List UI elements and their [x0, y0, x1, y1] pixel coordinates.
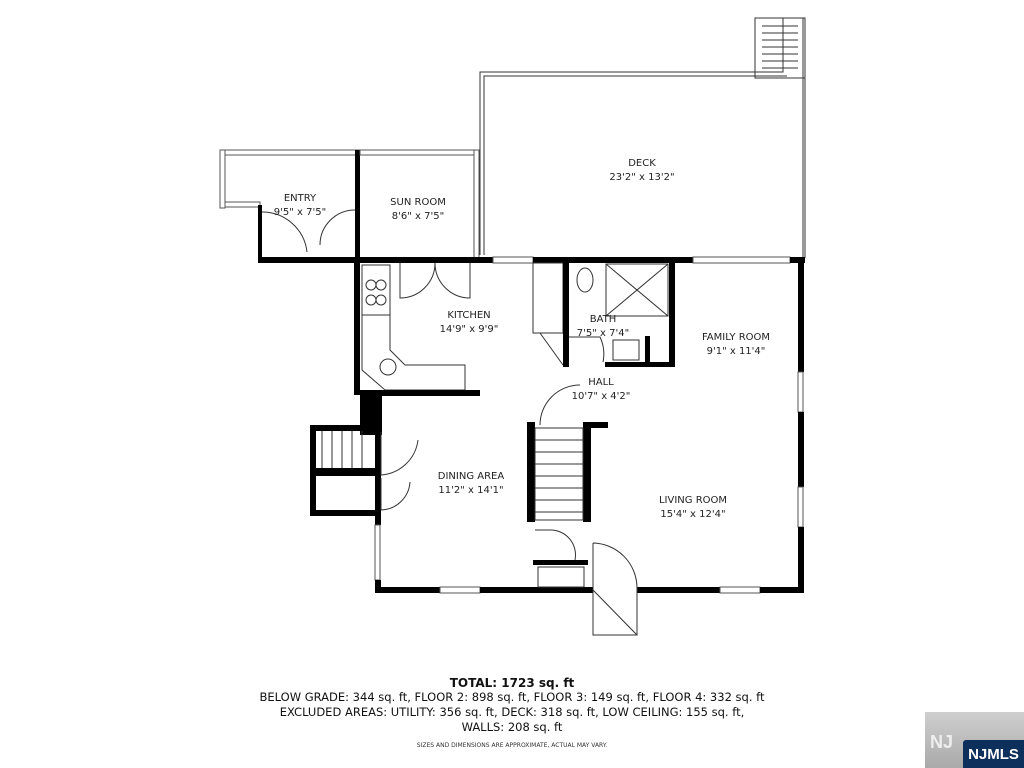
- entry-size: 9'5" x 7'5": [274, 207, 326, 218]
- room-labels: DECK 23'2" x 13'2" ENTRY 9'5" x 7'5" SUN…: [274, 158, 770, 520]
- central-stairs: [527, 384, 608, 588]
- front-door: [592, 542, 638, 636]
- left-stairs: [310, 425, 419, 516]
- kitchen-name: KITCHEN: [447, 310, 490, 321]
- exterior-stairs-top: [754, 17, 806, 79]
- sun-room-name: SUN ROOM: [390, 197, 446, 208]
- watermark-ghost-text: NJ: [930, 732, 954, 752]
- hall-name: HALL: [588, 377, 614, 388]
- walls-area: WALLS: 208 sq. ft: [461, 720, 563, 734]
- dining-area-size: 11'2" x 14'1": [438, 485, 503, 496]
- bath-walls: [563, 260, 675, 367]
- deck-outline: [479, 18, 806, 258]
- bath-size: 7'5" x 7'4": [577, 328, 629, 339]
- kitchen-divider-wall: [380, 390, 480, 396]
- dining-area-name: DINING AREA: [438, 471, 505, 482]
- family-room-name: FAMILY ROOM: [702, 332, 770, 343]
- deck-size: 23'2" x 13'2": [609, 172, 674, 183]
- total-area: TOTAL: 1723 sq. ft: [449, 676, 575, 690]
- excluded-areas: EXCLUDED AREAS: UTILITY: 356 sq. ft, DEC…: [279, 705, 745, 719]
- entry-walls: [219, 149, 361, 262]
- sun-room-size: 8'6" x 7'5": [392, 211, 444, 222]
- hall-size: 10'7" x 4'2": [572, 391, 631, 402]
- kitchen-size: 14'9" x 9'9": [440, 324, 499, 335]
- disclaimer: SIZES AND DIMENSIONS ARE APPROXIMATE, AC…: [416, 742, 608, 749]
- kitchen-fixtures: [361, 262, 564, 391]
- entry-name: ENTRY: [284, 193, 317, 204]
- floor-areas: BELOW GRADE: 344 sq. ft, FLOOR 2: 898 sq…: [259, 690, 765, 704]
- exterior-walls: [258, 256, 805, 594]
- living-room-name: LIVING ROOM: [659, 495, 727, 506]
- watermark-badge: NJMLS: [963, 740, 1024, 768]
- deck-name: DECK: [628, 158, 656, 169]
- family-room-size: 9'1" x 11'4": [707, 346, 766, 357]
- living-room-size: 15'4" x 12'4": [660, 509, 725, 520]
- bath-name: BATH: [590, 314, 617, 325]
